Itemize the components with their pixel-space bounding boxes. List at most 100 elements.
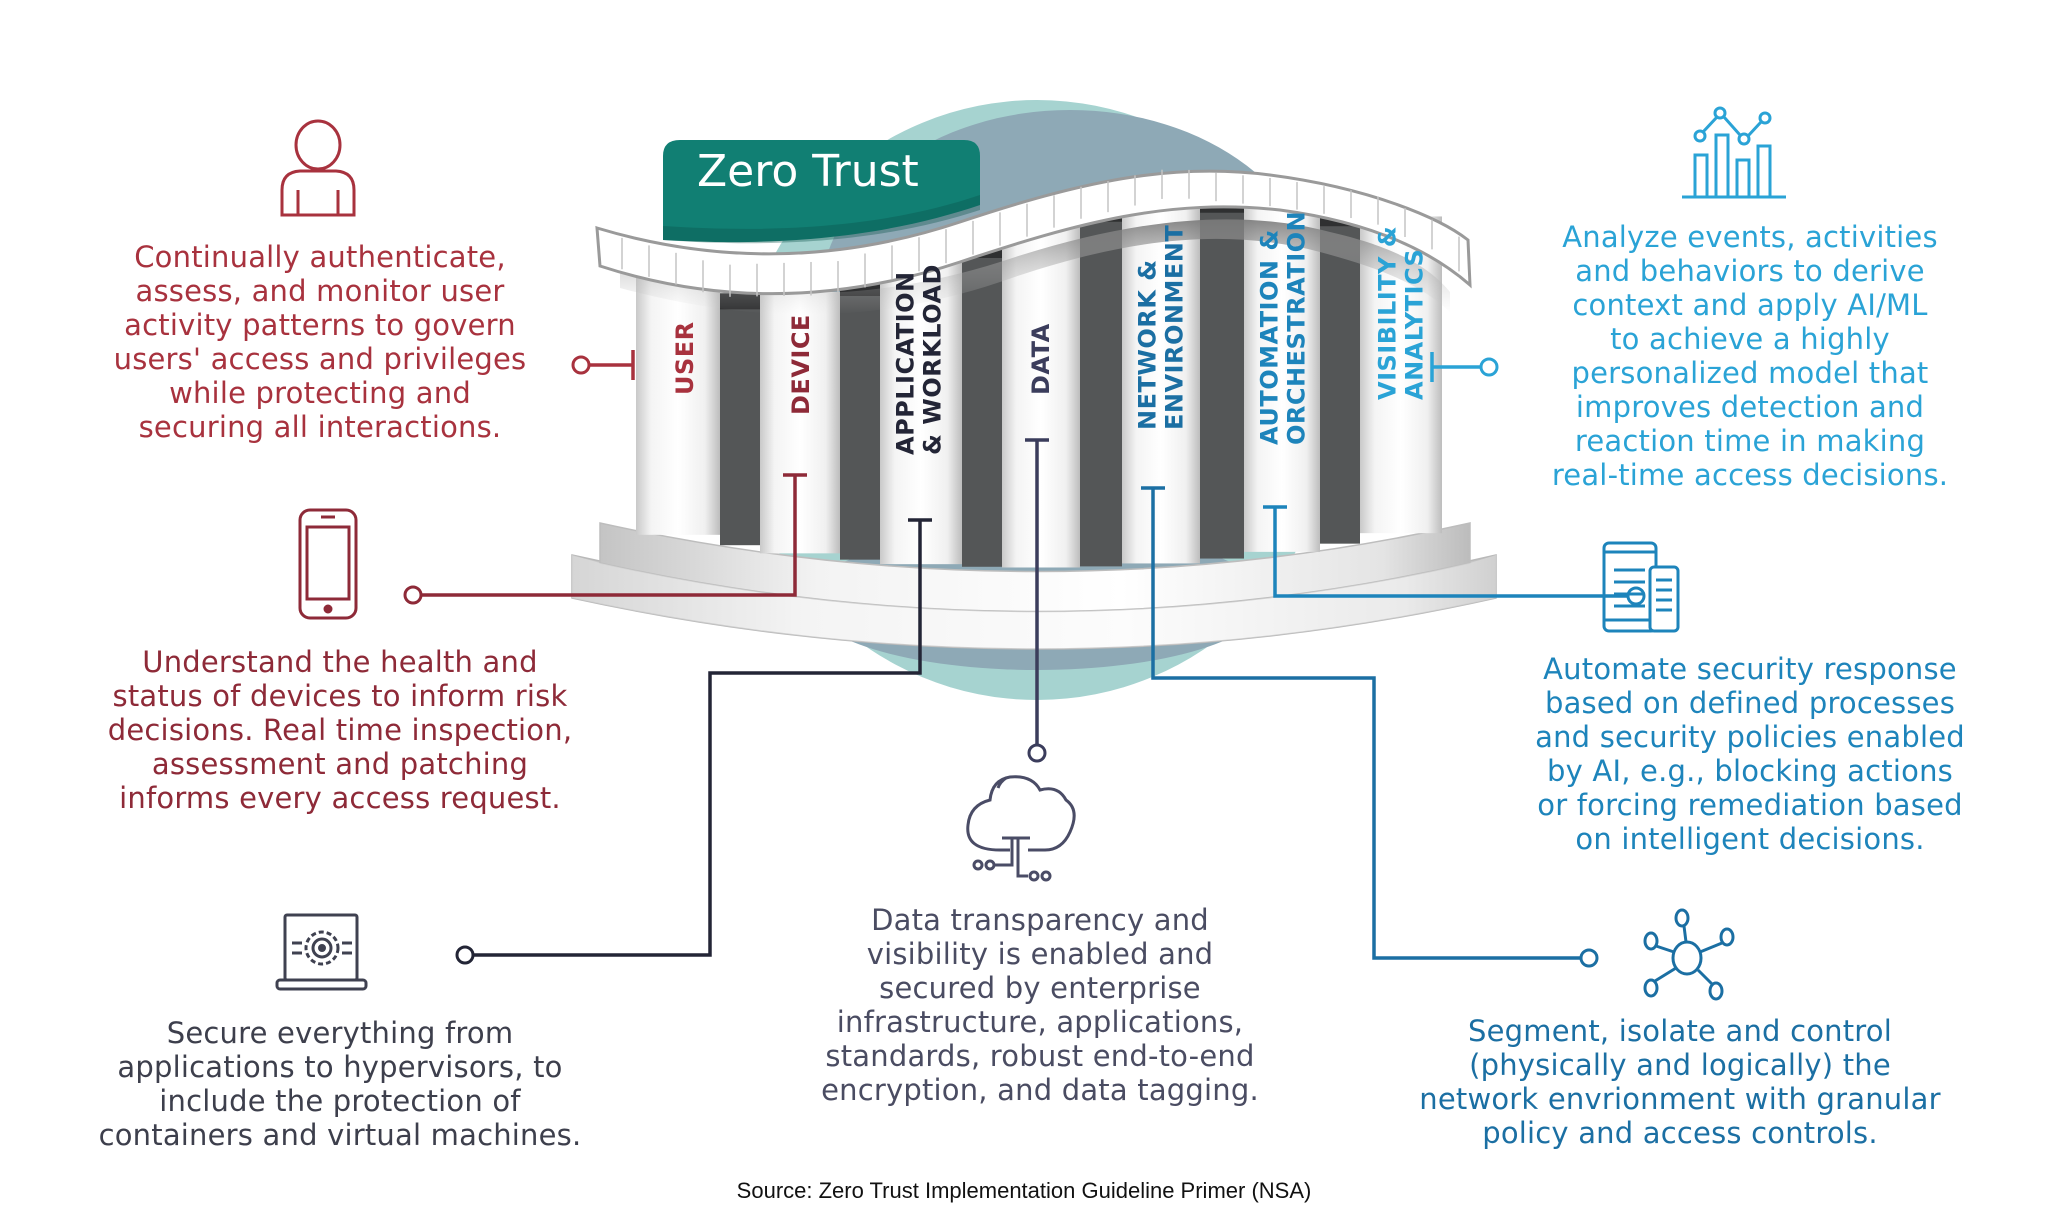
zero-trust-banner: Zero Trust bbox=[663, 140, 980, 244]
connector-application bbox=[455, 518, 932, 965]
network-description: Segment, isolate and control(physically … bbox=[1360, 1014, 2000, 1150]
pillar-label: ANALYTICS bbox=[1401, 249, 1429, 400]
description-line: improves detection and bbox=[1575, 390, 1925, 424]
connector-endpoint bbox=[571, 355, 591, 375]
pillar-automation: AUTOMATION &ORCHESTRATION bbox=[1256, 211, 1311, 445]
connector-endpoint bbox=[1479, 357, 1499, 377]
pillar-network: NETWORK &ENVIRONMENT bbox=[1134, 225, 1189, 430]
cloud-network-icon bbox=[966, 775, 1076, 882]
connector-network bbox=[1141, 486, 1599, 968]
description-line: visibility is enabled and bbox=[866, 937, 1214, 971]
tablet-phone-icon bbox=[1602, 541, 1680, 633]
pillar-column bbox=[636, 270, 720, 535]
connector-line bbox=[421, 475, 797, 597]
pillar-label: USER bbox=[671, 321, 699, 395]
connector-device bbox=[403, 473, 807, 605]
banner-title: Zero Trust bbox=[697, 146, 919, 197]
description-line: network envrionment with granular bbox=[1419, 1082, 1941, 1116]
user-description: Continually authenticate,assess, and mon… bbox=[80, 240, 560, 444]
description-line: status of devices to inform risk bbox=[112, 679, 568, 713]
description-line: decisions. Real time inspection, bbox=[107, 713, 573, 747]
pillar-visibility: VISIBILITY &ANALYTICS bbox=[1374, 226, 1429, 400]
pillar-data: DATA bbox=[1027, 323, 1055, 395]
description-line: reaction time in making bbox=[1574, 424, 1926, 458]
pillar-gap bbox=[1320, 210, 1360, 544]
entablature bbox=[595, 169, 1472, 315]
user-icon bbox=[280, 119, 356, 217]
network-hub-icon bbox=[1643, 908, 1735, 1001]
description-line: Analyze events, activities bbox=[1562, 220, 1938, 254]
pillar-application: APPLICATION& WORKLOAD bbox=[892, 264, 947, 455]
pillar-column bbox=[1122, 196, 1200, 564]
pillar-label: ORCHESTRATION bbox=[1283, 211, 1311, 445]
connector-automation bbox=[1263, 505, 1646, 606]
description-line: containers and virtual machines. bbox=[98, 1118, 582, 1152]
description-line: and behaviors to derive bbox=[1575, 254, 1925, 288]
pillar-column bbox=[760, 292, 840, 554]
description-line: while protecting and bbox=[169, 376, 471, 410]
connector-user bbox=[571, 350, 635, 380]
description-line: secured by enterprise bbox=[879, 971, 1201, 1005]
smartphone-icon bbox=[298, 508, 358, 620]
description-line: assessment and patching bbox=[151, 747, 529, 781]
pillar-gap bbox=[1200, 196, 1244, 559]
description-line: include the protection of bbox=[159, 1084, 521, 1118]
description-line: Data transparency and bbox=[871, 903, 1209, 937]
description-line: encryption, and data tagging. bbox=[821, 1073, 1259, 1107]
pillar-label: DEVICE bbox=[787, 314, 815, 415]
pillar-base bbox=[571, 522, 1497, 650]
connector-endpoint bbox=[1579, 948, 1599, 968]
description-line: by AI, e.g., blocking actions bbox=[1547, 754, 1953, 788]
description-line: context and apply AI/ML bbox=[1572, 288, 1928, 322]
description-line: or forcing remediation based bbox=[1537, 788, 1963, 822]
description-line: on intelligent decisions. bbox=[1575, 822, 1925, 856]
description-line: Segment, isolate and control bbox=[1467, 1014, 1892, 1048]
pillar-label: DATA bbox=[1027, 323, 1055, 395]
description-line: Continually authenticate, bbox=[134, 240, 506, 274]
banner-shape bbox=[663, 140, 980, 243]
description-line: users' access and privileges bbox=[113, 342, 527, 376]
pillar-label: VISIBILITY & bbox=[1374, 226, 1402, 400]
analytics-chart-icon bbox=[1682, 106, 1786, 199]
description-line: to achieve a highly bbox=[1610, 322, 1890, 356]
pillar-gap bbox=[840, 280, 880, 560]
description-line: based on defined processes bbox=[1544, 686, 1956, 720]
pillar-gap bbox=[1080, 205, 1122, 567]
pillar-labels: USER DEVICE APPLICATION& WORKLOAD DATA NETWO… bbox=[671, 211, 1429, 455]
source-caption: Source: Zero Trust Implementation Guidel… bbox=[736, 1178, 1312, 1203]
description-line: (physically and logically) the bbox=[1469, 1048, 1891, 1082]
connector-line bbox=[1273, 507, 1628, 598]
pillar-gap bbox=[962, 242, 1002, 567]
connector-line bbox=[473, 520, 922, 957]
connector-visibility bbox=[1430, 352, 1499, 382]
connector-endpoint bbox=[403, 585, 423, 605]
entablature-dentils bbox=[621, 169, 1460, 297]
pillar-device: DEVICE bbox=[787, 314, 815, 415]
pillar-label: & WORKLOAD bbox=[919, 264, 947, 455]
description-line: Understand the health and bbox=[142, 645, 538, 679]
entablature-shadow bbox=[620, 219, 1450, 315]
description-line: and security policies enabled bbox=[1535, 720, 1965, 754]
connector-endpoint bbox=[1027, 743, 1047, 763]
pillar-gap bbox=[720, 293, 760, 546]
description-line: Secure everything from bbox=[166, 1016, 514, 1050]
description-line: standards, robust end-to-end bbox=[825, 1039, 1255, 1073]
laptop-gear-icon bbox=[275, 913, 368, 991]
description-line: personalized model that bbox=[1571, 356, 1929, 390]
description-line: Automate security response bbox=[1543, 652, 1957, 686]
pillar-label: NETWORK & bbox=[1134, 259, 1162, 430]
description-line: securing all interactions. bbox=[138, 410, 502, 444]
description-line: real-time access decisions. bbox=[1551, 458, 1949, 492]
pillar-label: AUTOMATION & bbox=[1256, 229, 1284, 445]
connector-endpoint bbox=[455, 945, 475, 965]
description-line: activity patterns to govern bbox=[124, 308, 516, 342]
description-line: informs every access request. bbox=[119, 781, 561, 815]
pillar-user: USER bbox=[671, 321, 699, 395]
entablature-band bbox=[595, 169, 1472, 296]
